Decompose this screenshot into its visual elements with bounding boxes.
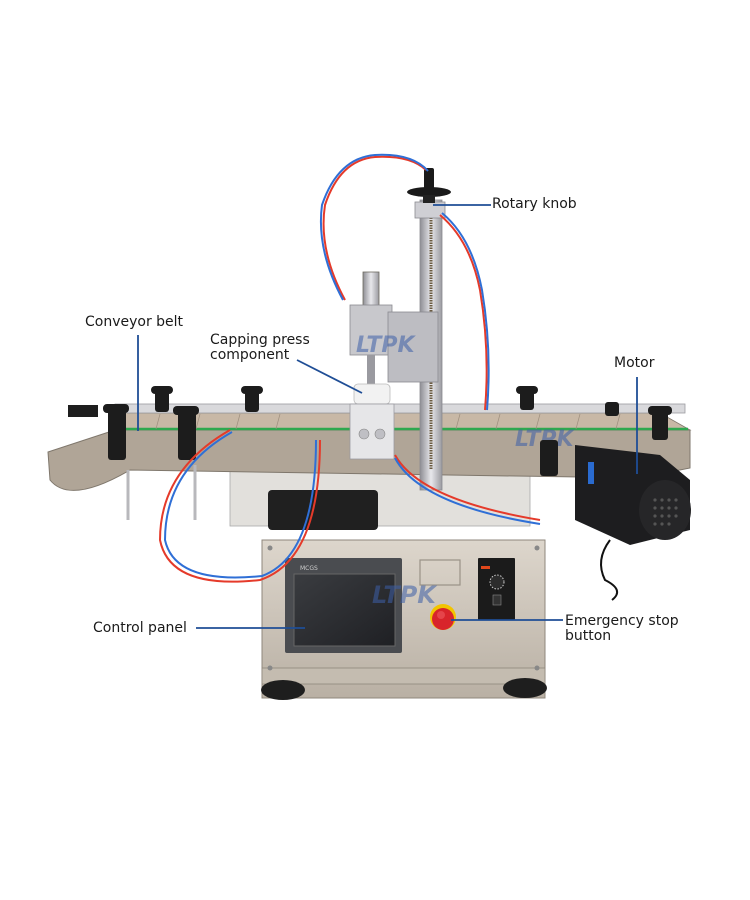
callout-control-panel: Control panel bbox=[93, 620, 187, 636]
blank-plate bbox=[419, 559, 461, 586]
leader-capping-press bbox=[296, 359, 363, 394]
emergency-stop-illustration bbox=[430, 604, 456, 630]
touch-screen: MCGS bbox=[285, 558, 402, 653]
callout-emergency-stop: Emergency stop button bbox=[565, 614, 679, 644]
callout-rotary-knob: Rotary knob bbox=[492, 196, 577, 212]
feet bbox=[261, 678, 547, 700]
screen-brand: MCGS bbox=[300, 565, 318, 572]
guide-rail-knobs bbox=[103, 386, 672, 476]
callout-capping-press-line1: Capping press bbox=[210, 332, 310, 348]
watermark-press: LTPK bbox=[356, 333, 417, 358]
capping-press-illustration: LTPK bbox=[349, 271, 439, 460]
speed-controller bbox=[478, 558, 515, 620]
pneumatic-tubes bbox=[158, 153, 541, 583]
rods bbox=[126, 465, 197, 520]
callout-motor: Motor bbox=[614, 355, 655, 371]
motor-illustration bbox=[575, 445, 691, 601]
callout-conveyor-belt: Conveyor belt bbox=[85, 314, 184, 330]
rotary-knob-illustration bbox=[407, 168, 451, 203]
callout-capping-press: Capping press component bbox=[210, 333, 310, 363]
watermark-panel: LTPK bbox=[372, 581, 438, 609]
callout-emergency-stop-line1: Emergency stop bbox=[565, 613, 679, 629]
callout-emergency-stop-line2: button bbox=[565, 628, 612, 644]
callout-capping-press-line2: component bbox=[210, 347, 290, 363]
leader-lines bbox=[137, 204, 638, 629]
